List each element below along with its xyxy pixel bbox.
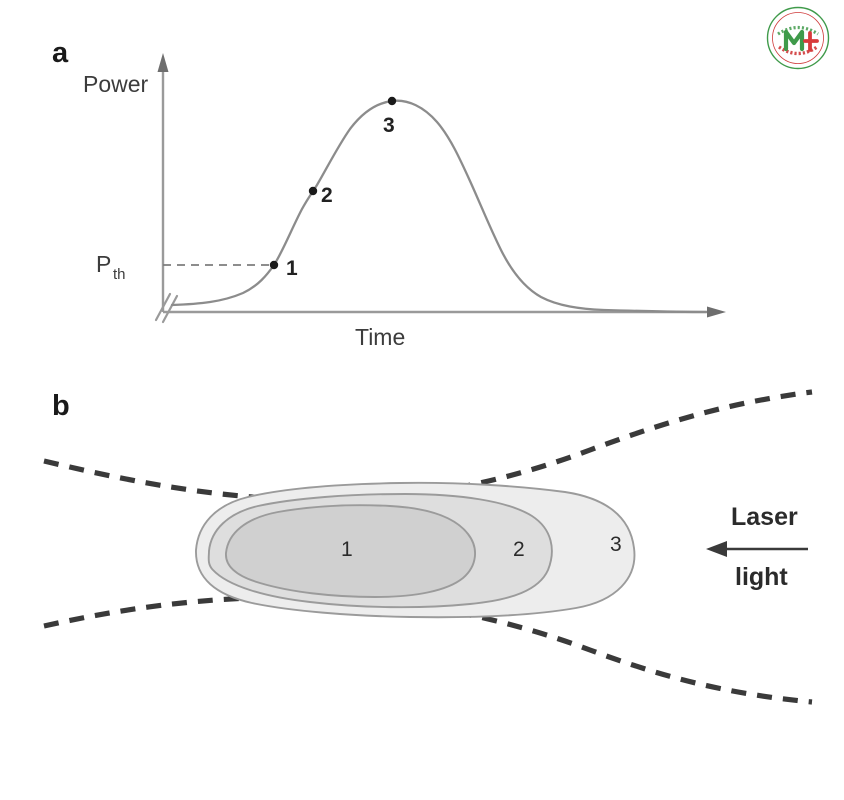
curve-point-3-label: 3: [383, 114, 395, 137]
logo-cross-icon: [803, 31, 819, 52]
axis-break-mark-1: [154, 292, 172, 322]
x-axis-arrowhead: [707, 306, 726, 318]
curve-point-2-label: 2: [321, 184, 333, 207]
laser-label-bottom: light: [735, 563, 788, 591]
plasma-contour-2-label: 2: [513, 538, 525, 561]
logo-inner-ring: [772, 12, 824, 64]
panel-a: a Power P th 1 2 3 Tim: [52, 37, 726, 350]
axis-break-mark-2: [161, 294, 179, 324]
panel-a-x-axis-label: Time: [355, 324, 405, 350]
plasma-contour-3-label: 3: [610, 533, 622, 556]
watermark-logo: [766, 6, 830, 70]
logo-arc-text-top: [777, 25, 819, 36]
threshold-label-subscript: th: [113, 266, 126, 283]
panel-a-letter: a: [52, 37, 69, 69]
curve-point-1-label: 1: [286, 257, 298, 280]
power-pulse-curve: [170, 99, 708, 314]
curve-point-1-dot: [269, 260, 279, 270]
curve-point-2-dot: [308, 186, 318, 196]
y-axis-arrowhead: [157, 53, 169, 72]
plasma-contour-1: [225, 504, 476, 598]
curve-point-3-dot: [387, 96, 397, 106]
panel-b-letter: b: [52, 390, 70, 422]
plasma-contour-1-label: 1: [341, 538, 353, 561]
panel-a-y-axis-label: Power: [83, 71, 149, 97]
laser-label-top: Laser: [731, 503, 798, 531]
threshold-label-base: P: [96, 251, 111, 277]
logo-monogram-m: [783, 29, 805, 52]
laser-direction-arrowhead: [706, 541, 727, 557]
panel-b: b 1 2 3 Laser light: [43, 389, 813, 705]
